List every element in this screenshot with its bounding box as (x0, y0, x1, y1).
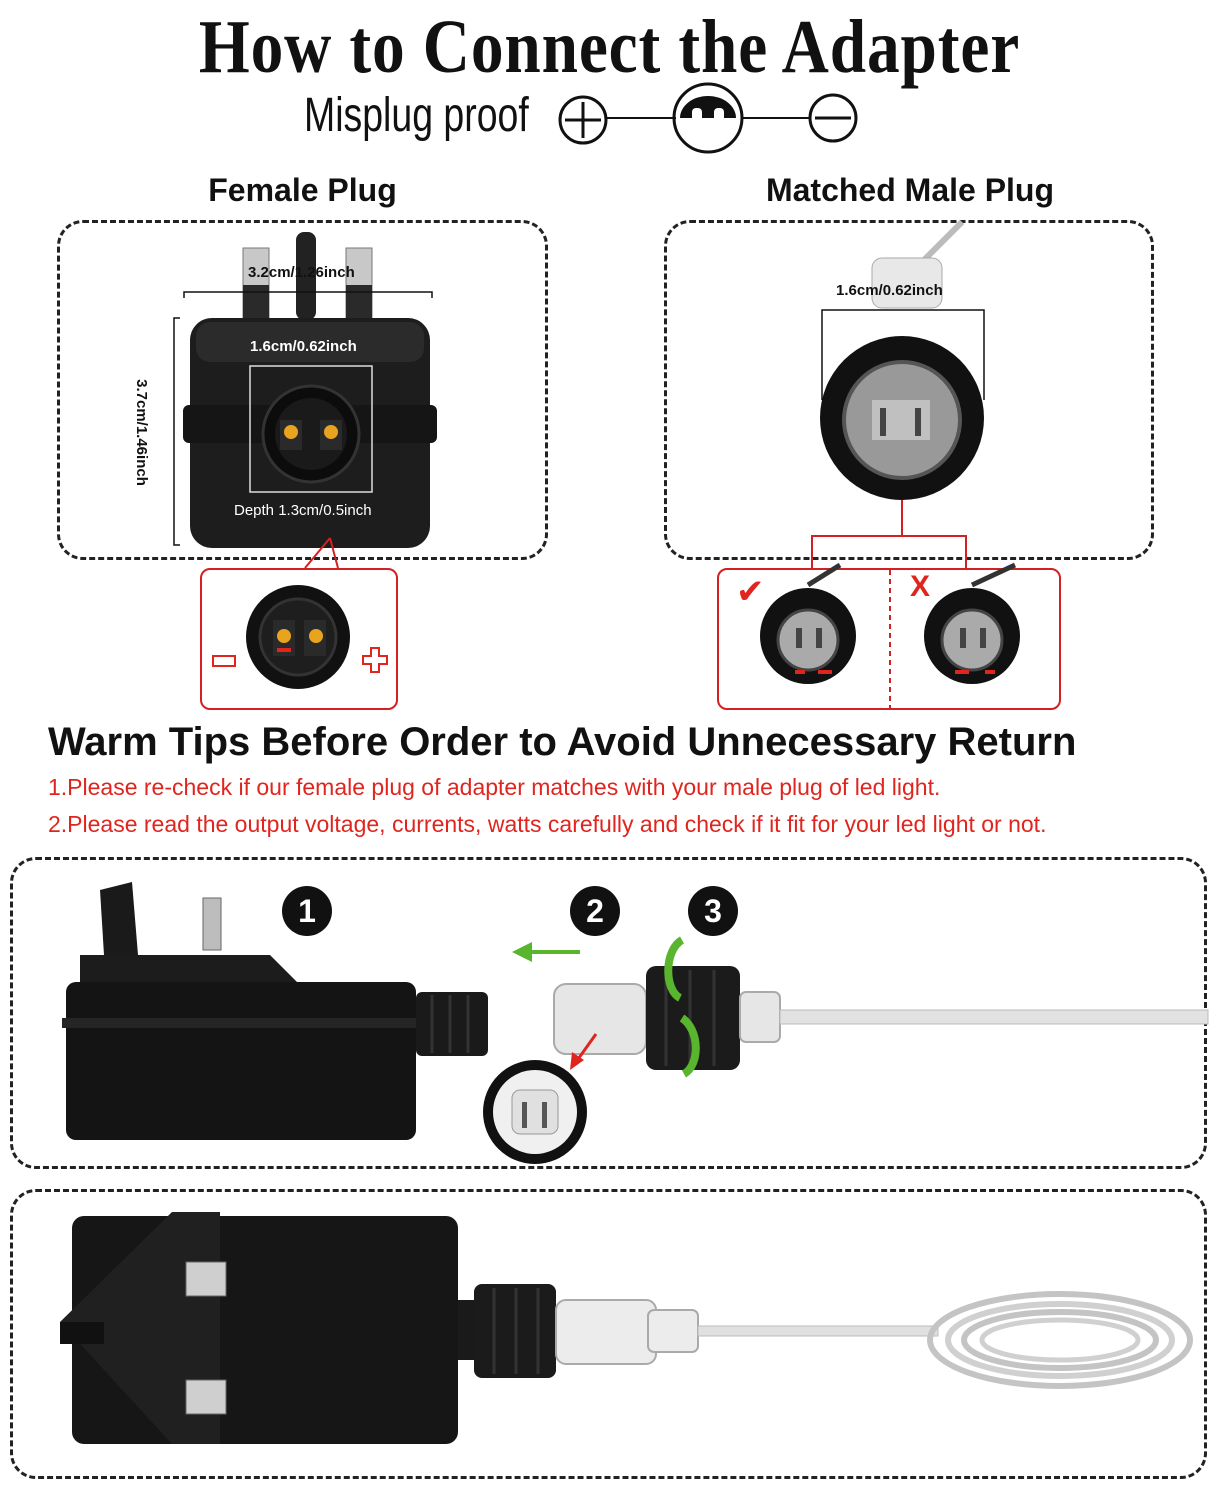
female-plug-heading: Female Plug (208, 172, 397, 208)
male-plug-heading: Matched Male Plug (765, 172, 1055, 208)
tip-item: 1.Please re-check if our female plug of … (48, 774, 941, 800)
correct-check-icon: ✔ (736, 573, 765, 611)
plus-icon (362, 647, 388, 673)
male-plug-panel (664, 220, 1154, 560)
male-orientation-callout (717, 568, 1061, 710)
plus-icon (558, 95, 608, 145)
male-width-label: 1.6cm/0.62inch (836, 282, 943, 299)
wrong-cross-icon: X (910, 570, 931, 603)
connector-tip-zoom (483, 1060, 587, 1164)
female-depth-label: Depth 1.3cm/0.5inch (234, 502, 372, 519)
tips-heading: Warm Tips Before Order to Avoid Unnecess… (48, 720, 1077, 764)
connected-panel (10, 1189, 1207, 1479)
female-width-label: 3.2cm/1.26inch (248, 264, 355, 281)
step-badge: 3 (688, 886, 738, 936)
wrong-plug (924, 562, 1020, 684)
minus-icon (808, 93, 858, 143)
socket-polarity-icon (672, 82, 744, 154)
step-badge: 2 (570, 886, 620, 936)
tip-item: 2.Please read the output voltage, curren… (48, 811, 1047, 837)
arrow-down-icon (570, 1033, 598, 1070)
rotate-icon (664, 936, 700, 1078)
adapter-top-view (60, 1212, 556, 1444)
minus-icon (212, 655, 236, 667)
led-cable (555, 1291, 1193, 1389)
female-socket-callout (200, 568, 398, 710)
page-title: How to Connect the Adapter (198, 5, 1021, 89)
step-badge: 1 (282, 886, 332, 936)
misplug-label: Misplug proof (304, 89, 529, 142)
arrow-left-icon (512, 942, 580, 962)
adapter-side-view (62, 882, 488, 1140)
female-plug-panel (57, 220, 548, 560)
correct-plug (760, 562, 856, 684)
female-socket-width-label: 1.6cm/0.62inch (250, 338, 357, 355)
